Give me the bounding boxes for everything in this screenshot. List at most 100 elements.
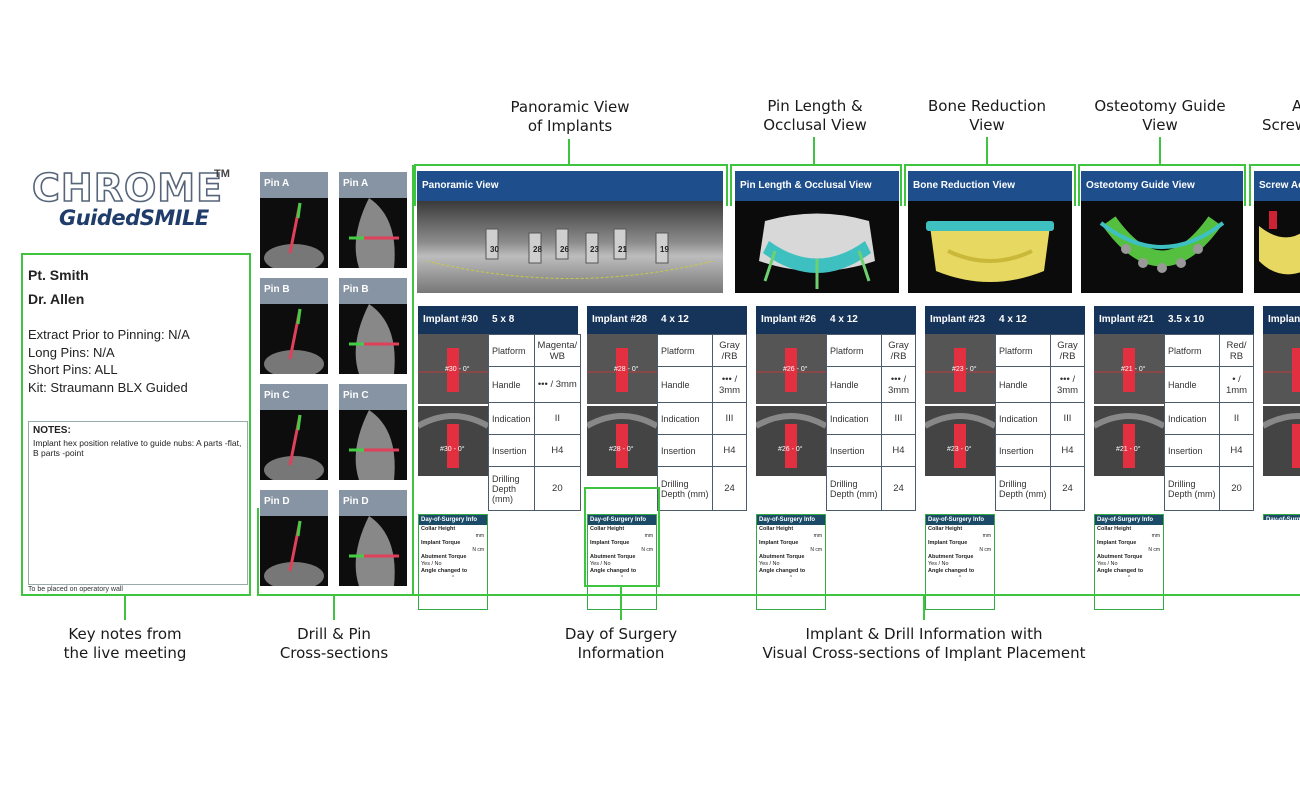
- pin-cross-section-image: [339, 516, 407, 586]
- platform-value: Gray /RB: [1050, 334, 1085, 367]
- implant-label: Implant #28: [592, 314, 648, 325]
- short-pins-line: Short Pins: ALL: [28, 362, 118, 377]
- drilling-depth-value: 24: [712, 466, 747, 511]
- dos-heading: Day-of-Surgery Info: [1264, 515, 1300, 520]
- implant-cross-section-top: #30 - 0°: [418, 334, 488, 404]
- dos-abutment: Abutment Torque: [928, 554, 974, 560]
- drilling-depth-label: Drilling Depth (mm): [488, 466, 535, 511]
- logo-title: CHROME: [31, 166, 224, 210]
- dos-heading: Day-of-Surgery Info: [757, 515, 825, 525]
- bone-reduction-image: [908, 201, 1072, 293]
- insertion-value: H4: [712, 434, 747, 467]
- screw-frame: [1249, 164, 1300, 206]
- dos-degree: °: [959, 575, 961, 581]
- implant-cross-section-bottom: #23 - 0°: [925, 406, 995, 476]
- implant-angle-tag: #23 - 0°: [947, 446, 972, 453]
- callout-screw: AScrew: [1262, 97, 1300, 134]
- patient-details: Extract Prior to Pinning: N/A Long Pins:…: [28, 326, 190, 396]
- screw-view-title: Screw Ac: [1254, 171, 1300, 201]
- dos-angle: Angle changed to: [590, 568, 637, 574]
- dos-heading: Day-of-Surgery Info: [588, 515, 656, 525]
- indication-label: Indication: [995, 402, 1051, 435]
- implant-angle-tag: #23 - 0°: [952, 366, 977, 373]
- pin-label: Pin A: [339, 172, 407, 198]
- pin-cross-section-image: [260, 516, 328, 586]
- implant-angle-tag: #30 - 0°: [440, 446, 465, 453]
- pin-length-image: [735, 201, 899, 293]
- platform-label: Platform: [995, 334, 1051, 367]
- insertion-value: H4: [1050, 434, 1085, 467]
- handle-label: Handle: [1164, 366, 1220, 403]
- implant-size: 4 x 12: [661, 314, 689, 325]
- pin-length-view-panel: Pin Length & Occlusal View: [735, 171, 899, 293]
- dos-collar: Collar Height: [590, 526, 625, 532]
- implant-angle-tag: #21 - 0°: [1116, 446, 1141, 453]
- drilling-depth-label: Drilling Depth (mm): [826, 466, 882, 511]
- notes-panel: NOTES: Implant hex position relative to …: [28, 421, 248, 585]
- dos-mm: mm: [1151, 533, 1160, 539]
- implant-angle-tag: #21 - 0°: [1121, 366, 1146, 373]
- handle-label: Handle: [995, 366, 1051, 403]
- dos-abutment: Abutment Torque: [421, 554, 467, 560]
- implant-angle-tag: #28 - 0°: [609, 446, 634, 453]
- insertion-label: Insertion: [488, 434, 535, 467]
- pin-tile: Pin C: [339, 384, 407, 480]
- handle-label: Handle: [488, 366, 535, 403]
- insertion-value: H4: [533, 434, 582, 467]
- indication-label: Indication: [826, 402, 882, 435]
- indication-value: II: [1219, 402, 1254, 435]
- dos-angle: Angle changed to: [928, 568, 975, 574]
- implant-label: Implant #26: [761, 314, 817, 325]
- platform-value: Magenta/ WB: [533, 334, 582, 367]
- insertion-label: Insertion: [826, 434, 882, 467]
- dos-heading: Day-of-Surgery Info: [419, 515, 487, 525]
- logo-trademark: TM: [214, 168, 230, 180]
- pano-implant-label: 26: [560, 245, 569, 254]
- dos-collar: Collar Height: [928, 526, 963, 532]
- pin-label: Pin D: [339, 490, 407, 516]
- osteotomy-view-title: Osteotomy Guide View: [1081, 171, 1243, 201]
- implant-angle-tag: #28 - 0°: [614, 366, 639, 373]
- osteotomy-view-panel: Osteotomy Guide View: [1081, 171, 1243, 293]
- handle-value: ••• / 3mm: [712, 366, 747, 403]
- drilling-depth-value: 24: [881, 466, 916, 511]
- indication-label: Indication: [657, 402, 713, 435]
- insertion-label: Insertion: [995, 434, 1051, 467]
- platform-label: Platform: [657, 334, 713, 367]
- dos-abutment: Abutment Torque: [1097, 554, 1143, 560]
- notes-heading: NOTES:: [33, 425, 71, 436]
- implant-cross-section-bottom: #28 - 0°: [587, 406, 657, 476]
- dos-collar: Collar Height: [421, 526, 456, 532]
- implant-cross-section-top: #21 - 0°: [1094, 334, 1164, 404]
- implant-cross-section-top: [1263, 334, 1300, 404]
- dos-ncm: N cm: [1148, 547, 1160, 553]
- dos-degree: °: [621, 575, 623, 581]
- platform-value: Gray /RB: [881, 334, 916, 367]
- implant-cross-section-bottom: #21 - 0°: [1094, 406, 1164, 476]
- pin-cross-section-image: [339, 304, 407, 374]
- dos-yesno: Yes / No: [759, 561, 780, 567]
- implant-cross-section-bottom: #30 - 0°: [418, 406, 488, 476]
- chrome-guidedsmile-logo: CHROME TM GuidedSMILE: [22, 166, 237, 238]
- notes-text: Implant hex position relative to guide n…: [33, 438, 242, 458]
- dos-abutment: Abutment Torque: [759, 554, 805, 560]
- handle-label: Handle: [657, 366, 713, 403]
- dos-mm: mm: [982, 533, 991, 539]
- implant-size: 3.5 x 10: [1168, 314, 1205, 325]
- pin-label: Pin C: [260, 384, 328, 410]
- bone-reduction-view-panel: Bone Reduction View: [908, 171, 1072, 293]
